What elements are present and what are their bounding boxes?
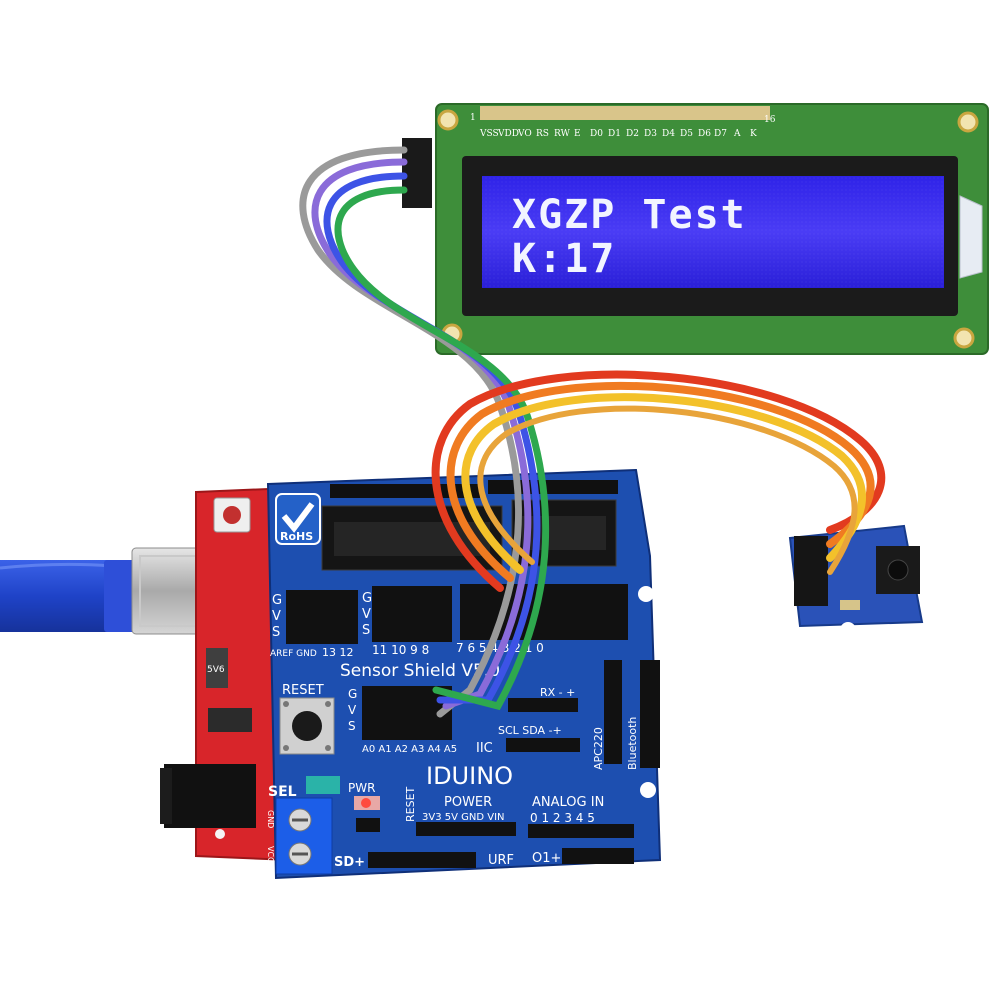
header-o1 xyxy=(562,848,634,864)
sensor-shield: RoHS G V S G V S AREF GND 13 12 11 10 9 xyxy=(266,468,662,880)
lcd-pin-label: VSS xyxy=(479,129,499,139)
reset-vertical-label: RESET xyxy=(404,786,417,822)
header-power xyxy=(416,822,516,836)
bluetooth-label: Bluetooth xyxy=(626,717,639,770)
lcd-pin-label: D3 xyxy=(644,129,657,139)
lcd-pin-label: D0 xyxy=(590,129,603,139)
vcc-label: VCC xyxy=(266,846,275,863)
aref-gnd-label: AREF GND xyxy=(270,649,317,659)
gvs-v-left: V xyxy=(272,609,281,624)
arduino-uno-board: 5V6 xyxy=(160,486,294,862)
lcd-pin-label: VO xyxy=(517,129,532,139)
gvs-v-analog: V xyxy=(348,703,357,717)
lcd-pin-label: RW xyxy=(554,129,571,139)
lcd-pin-label: VDD xyxy=(497,129,519,139)
power-pins-label: 3V3 5V GND VIN xyxy=(422,812,505,823)
lcd-line-1: XGZP Test xyxy=(512,192,747,238)
rx-label: RX - + xyxy=(540,686,575,699)
lcd-pin-label: A xyxy=(733,129,741,139)
gnd-label: GND xyxy=(266,810,275,828)
power-label: POWER xyxy=(444,795,492,810)
header-block-digital-left xyxy=(286,590,358,644)
gvs-g-analog: G xyxy=(348,687,357,701)
analog-row-label: A0 A1 A2 A3 A4 A5 xyxy=(362,744,457,755)
lcd-pin-label: D6 xyxy=(698,129,711,139)
lcd-pin-label: E xyxy=(574,129,581,139)
pressure-sensor-module xyxy=(788,524,924,638)
rohs-mark: RoHS xyxy=(275,493,321,545)
lcd-pin-header xyxy=(480,106,770,120)
lcd-pin-label: RS xyxy=(536,129,549,139)
pwr-label: PWR xyxy=(348,781,375,795)
sd-label: SD+ xyxy=(334,855,365,870)
header-block-digital-right xyxy=(460,584,628,640)
o1-label: O1+ xyxy=(532,851,561,866)
header-analog-in xyxy=(528,824,634,838)
analog-pins-label: 0 1 2 3 4 5 xyxy=(530,811,595,825)
reset-button[interactable] xyxy=(279,697,335,755)
scl-sda-label: SCL SDA -+ xyxy=(498,724,562,737)
lcd-pin-first: 1 xyxy=(470,113,476,123)
sel-jumper[interactable] xyxy=(306,776,340,794)
reset-button-label: RESET xyxy=(282,683,324,698)
sensor-rainbow-ribbon xyxy=(431,370,886,592)
urf-label: URF xyxy=(488,853,514,868)
digital-mid-label: 11 10 9 8 xyxy=(372,643,429,657)
lcd-pin-label: D5 xyxy=(680,129,693,139)
iic-label: IIC xyxy=(476,741,493,756)
gvs-s-analog: S xyxy=(348,719,356,733)
lcd-pin-label: K xyxy=(750,129,757,139)
apc220-label: APC220 xyxy=(592,727,605,770)
lcd-pin-label: D4 xyxy=(662,129,675,139)
gvs-g-left: G xyxy=(272,593,282,608)
lcd-pin-label: D7 xyxy=(714,129,727,139)
gvs-v-mid: V xyxy=(362,607,371,622)
brand-label: IDUINO xyxy=(426,762,513,790)
header-iic xyxy=(506,738,580,752)
lcd-line-2: K:17 xyxy=(512,236,616,282)
header-bluetooth xyxy=(640,660,660,768)
lcd-module: 1 16 VSS VDD VO RS RW E D0 D1 D2 D3 D4 D… xyxy=(402,103,989,355)
lcd-pin-label: D1 xyxy=(608,129,621,139)
gvs-g-mid: G xyxy=(362,591,372,606)
shield-title: Sensor Shield V5.0 xyxy=(340,661,500,681)
lcd-pin-last: 16 xyxy=(764,115,776,125)
gvs-s-left: S xyxy=(272,625,280,640)
power-terminal-block[interactable] xyxy=(275,797,333,875)
header-sd xyxy=(368,852,476,868)
lcd-pin-labels: VSS VDD VO RS RW E D0 D1 D2 D3 D4 D5 D6 … xyxy=(479,129,757,139)
rohs-label: RoHS xyxy=(280,530,313,543)
analog-in-label: ANALOG IN xyxy=(532,795,604,810)
sel-label: SEL xyxy=(268,784,297,800)
regulator-label: 5V6 xyxy=(207,665,225,675)
header-rx xyxy=(508,698,578,712)
header-apc220 xyxy=(604,660,622,764)
gvs-s-mid: S xyxy=(362,623,370,638)
digital-left-label: 13 12 xyxy=(322,646,354,659)
header-block-digital-mid xyxy=(372,586,452,642)
lcd-pin-label: D2 xyxy=(626,129,639,139)
